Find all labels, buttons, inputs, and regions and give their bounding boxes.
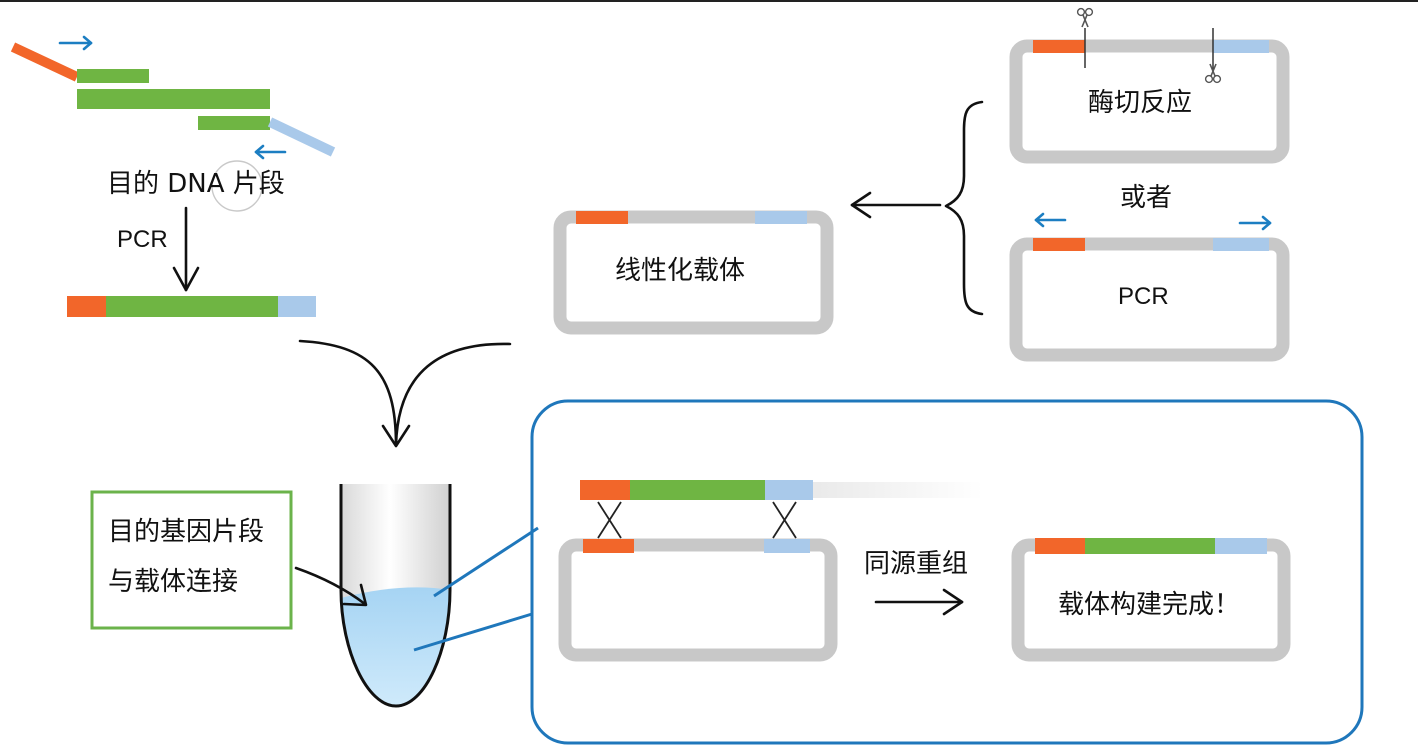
recombination-panel [530,399,1364,745]
tube-liquid [341,587,450,706]
vector-primer-arrow-left [1034,212,1067,228]
completed-vector: 载体构建完成！ [1011,538,1291,662]
enzyme-digestion-vector: 酶切反应 [1009,7,1290,164]
crossover-right [772,501,797,539]
pcr-vector: PCR [1009,212,1290,362]
linearized-vector: 线性化载体 [553,210,834,335]
pcr-left-label: PCR [117,226,168,253]
connection-label-box: 目的基因片段 与载体连接 [90,490,293,630]
forward-primer-segment [77,69,149,83]
zoom-line-bottom [413,612,533,652]
or-label: 或者 [1120,183,1172,213]
homologous-recombination-label: 同源重组 [864,549,968,579]
connection-pointer-arrow [294,566,368,607]
open-vector [558,538,838,662]
target-fragment-group: 目的 DNA 片段 PCR [10,35,336,317]
target-fragment-label: 目的 DNA 片段 [107,169,285,199]
pcr-down-arrow-head [172,266,200,292]
forward-primer-tail [10,42,80,82]
connection-label-line1: 目的基因片段 [108,517,264,547]
amplified-product-left-arm [67,296,106,317]
template-dna-segment [77,89,270,109]
pcr-right-label: PCR [1118,283,1169,310]
linearized-vector-label: 线性化载体 [615,256,745,286]
recombination-arrow [874,588,964,616]
crossover-left [597,501,622,539]
reverse-primer-arrow [254,144,287,160]
reaction-tube [339,484,452,708]
highlight-circle [211,160,263,212]
construction-complete-label: 载体构建完成！ [1058,590,1240,620]
left-arrow-to-vector [850,191,942,219]
curly-brace [944,100,984,316]
vector-primer-arrow-right [1238,215,1272,231]
reverse-primer-segment [198,116,270,130]
reverse-primer-tail [267,117,336,157]
amplified-product-insert [106,296,278,317]
zoom-line-top [433,526,539,598]
insert-fragment [580,480,983,500]
merge-arrow [298,339,512,448]
amplified-product-right-arm [278,296,316,317]
scissors-icon [1076,7,1094,28]
enzyme-digestion-label: 酶切反应 [1088,88,1192,118]
forward-primer-arrow [58,35,93,51]
connection-label-line2: 与载体连接 [108,567,238,597]
scissors-icon [1204,63,1222,84]
